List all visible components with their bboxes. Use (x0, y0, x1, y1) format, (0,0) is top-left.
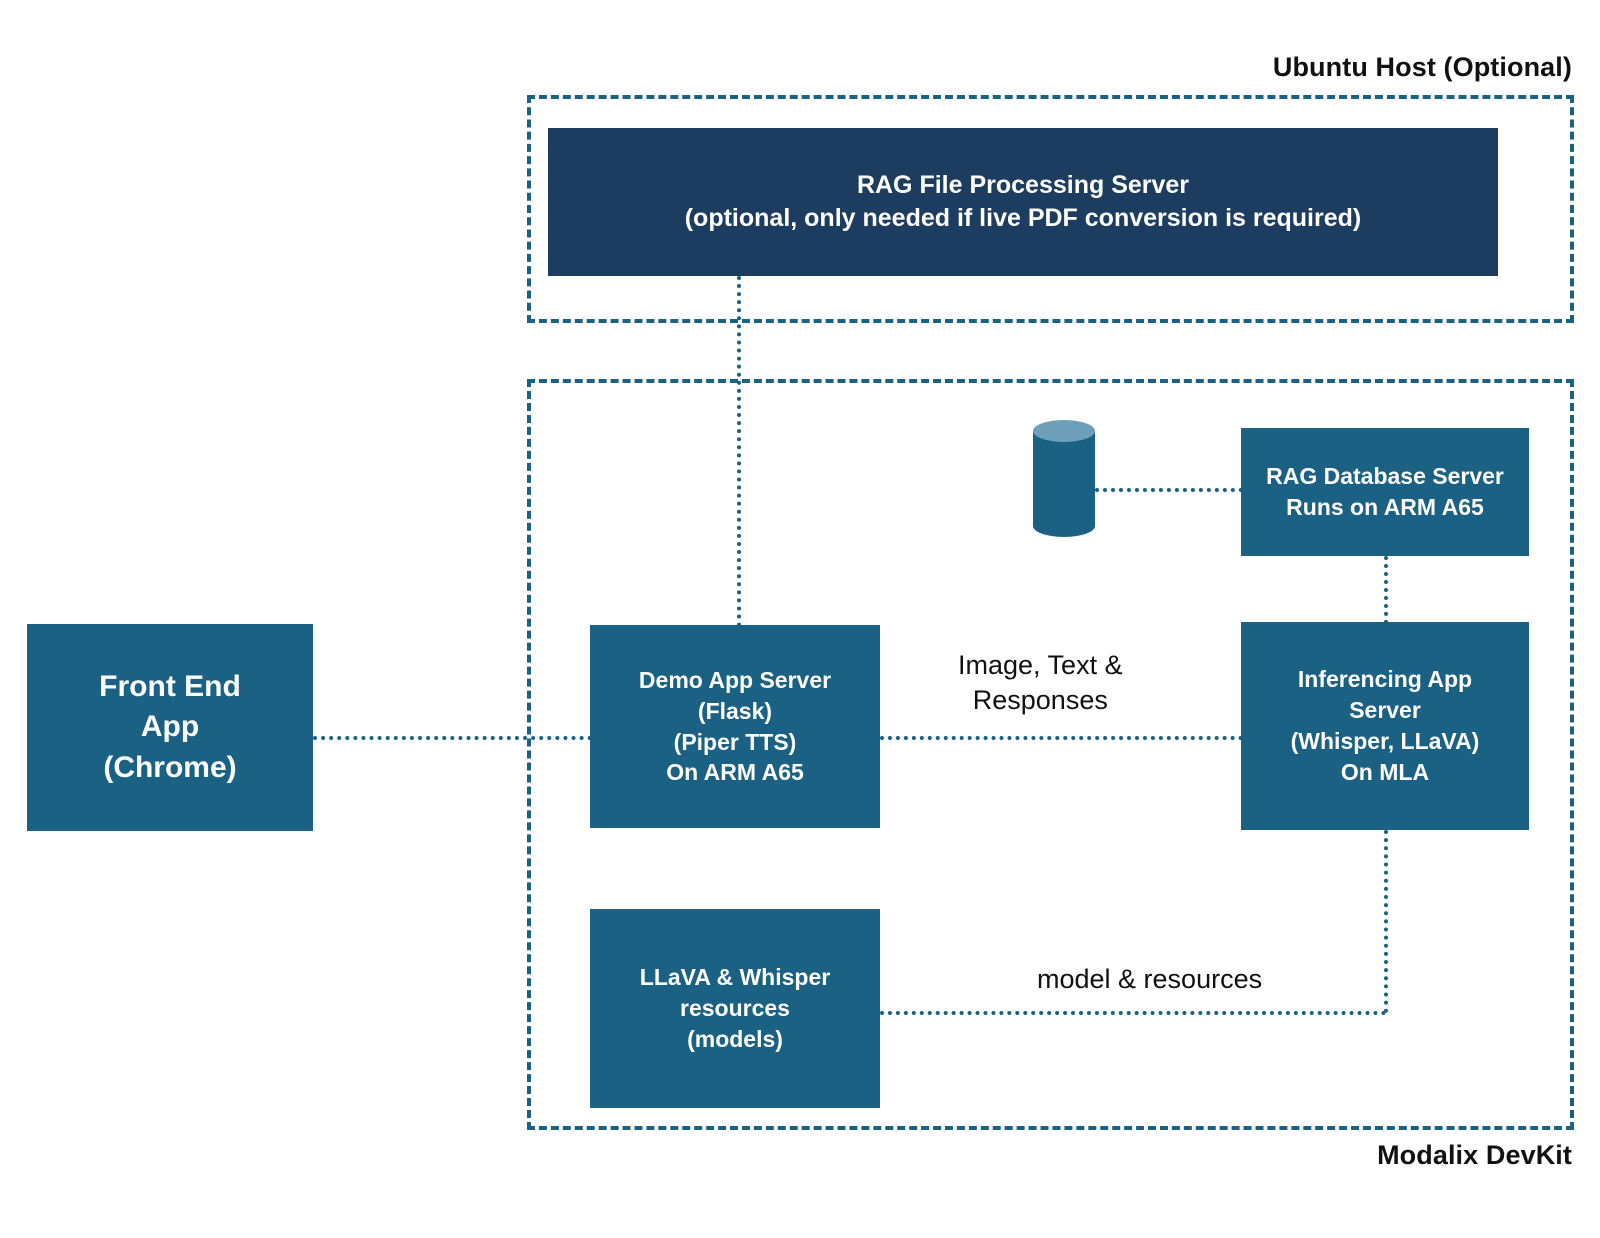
node-line: LLaVA & Whisper (639, 964, 831, 991)
connector-llava-resources-to-inferencing-vertical (1384, 830, 1388, 1013)
node-line: (Piper TTS) (673, 728, 797, 755)
node-demo-app-server[interactable]: Demo App Server (Flask) (Piper TTS) On A… (590, 625, 880, 828)
database-cylinder-icon (1033, 420, 1095, 546)
node-inferencing-app-server[interactable]: Inferencing App Server (Whisper, LLaVA) … (1241, 622, 1529, 830)
edge-label-line: Image, Text & (958, 650, 1123, 680)
cylinder-top-ellipse (1033, 420, 1095, 442)
node-line: Runs on ARM A65 (1286, 494, 1484, 520)
node-line: (optional, only needed if live PDF conve… (684, 204, 1362, 232)
node-line: (Whisper, LLaVA) (1290, 728, 1480, 754)
connector-rag-file-server-to-demo-app-server (737, 276, 741, 627)
connector-front-end-app-to-demo-app-server (313, 736, 592, 740)
node-line: RAG Database Server (1266, 463, 1504, 490)
node-line: Demo App Server (638, 666, 832, 693)
node-line: (Chrome) (103, 750, 237, 784)
node-line: RAG File Processing Server (856, 170, 1190, 199)
connector-database-cylinder-to-rag-database-server (1095, 488, 1243, 492)
group-container-modalix-devkit (527, 379, 1574, 1130)
node-rag-database-server[interactable]: RAG Database Server Runs on ARM A65 (1241, 428, 1529, 556)
node-front-end-app[interactable]: Front End App (Chrome) (27, 624, 313, 831)
node-line: Server (1349, 697, 1421, 724)
node-rag-file-processing-server[interactable]: RAG File Processing Server (optional, on… (548, 128, 1498, 276)
cylinder-body (1033, 431, 1095, 537)
node-line: Inferencing App (1297, 666, 1473, 693)
group-caption-modalix-devkit: Modalix DevKit (1377, 1140, 1572, 1170)
edge-label-line: Responses (972, 684, 1108, 715)
connector-demo-app-server-to-inferencing-app-server (880, 736, 1243, 740)
node-llava-whisper-resources[interactable]: LLaVA & Whisper resources (models) (590, 909, 880, 1108)
node-line: resources (680, 995, 790, 1022)
connector-rag-database-server-to-inferencing-app-server (1384, 556, 1388, 624)
node-line: Front End (99, 670, 241, 704)
node-line: (Flask) (697, 697, 773, 724)
node-line: App (140, 710, 200, 744)
group-container-ubuntu-host (527, 95, 1574, 323)
edge-label-model-and-resources: model & resources (1031, 962, 1269, 997)
node-line: (models) (687, 1025, 783, 1052)
connector-llava-resources-to-inferencing-horizontal (880, 1011, 1386, 1015)
node-line: On ARM A65 (666, 759, 804, 786)
node-line: On MLA (1340, 758, 1430, 785)
edge-label-image-text-responses: Image, Text & Responses (952, 648, 1129, 718)
group-caption-ubuntu-host: Ubuntu Host (Optional) (1272, 52, 1572, 82)
